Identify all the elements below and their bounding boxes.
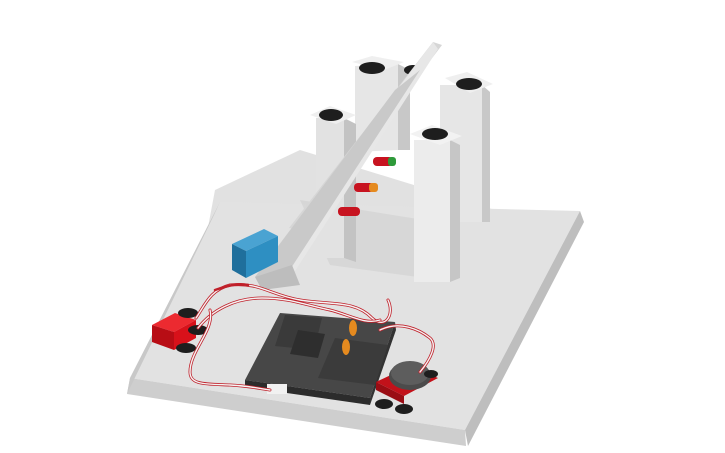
screw-hole (178, 308, 198, 318)
screw-hole (422, 128, 448, 140)
base-plate-right-side (465, 211, 584, 446)
connector-white (267, 384, 287, 394)
amber-cap (342, 339, 350, 355)
circuit-board (245, 313, 396, 405)
led-indicator-green (373, 157, 396, 166)
rail-beam (255, 42, 442, 290)
led-indicator-amber (354, 183, 378, 192)
chip-small (290, 330, 325, 358)
screw-hole (395, 404, 413, 414)
screw-hole (359, 62, 385, 74)
screw-hole (188, 325, 208, 335)
base-plate-left-side (127, 202, 220, 394)
support-pillar-front-right (410, 125, 462, 282)
blue-block (232, 229, 278, 278)
rail-beam-flange (255, 70, 420, 285)
chip-block (318, 338, 388, 385)
screw-hole (375, 399, 393, 409)
screw-hole (424, 370, 438, 378)
screw-hole (456, 78, 482, 90)
amber-cap (349, 320, 357, 336)
screw-hole (319, 109, 343, 121)
led-indicator-red (338, 207, 360, 216)
rail-beam-foot (255, 265, 300, 290)
round-button (375, 361, 438, 414)
base-plate-front (127, 378, 466, 446)
wire-harness (188, 282, 435, 392)
red-connector (152, 308, 208, 353)
screw-hole (176, 343, 196, 353)
